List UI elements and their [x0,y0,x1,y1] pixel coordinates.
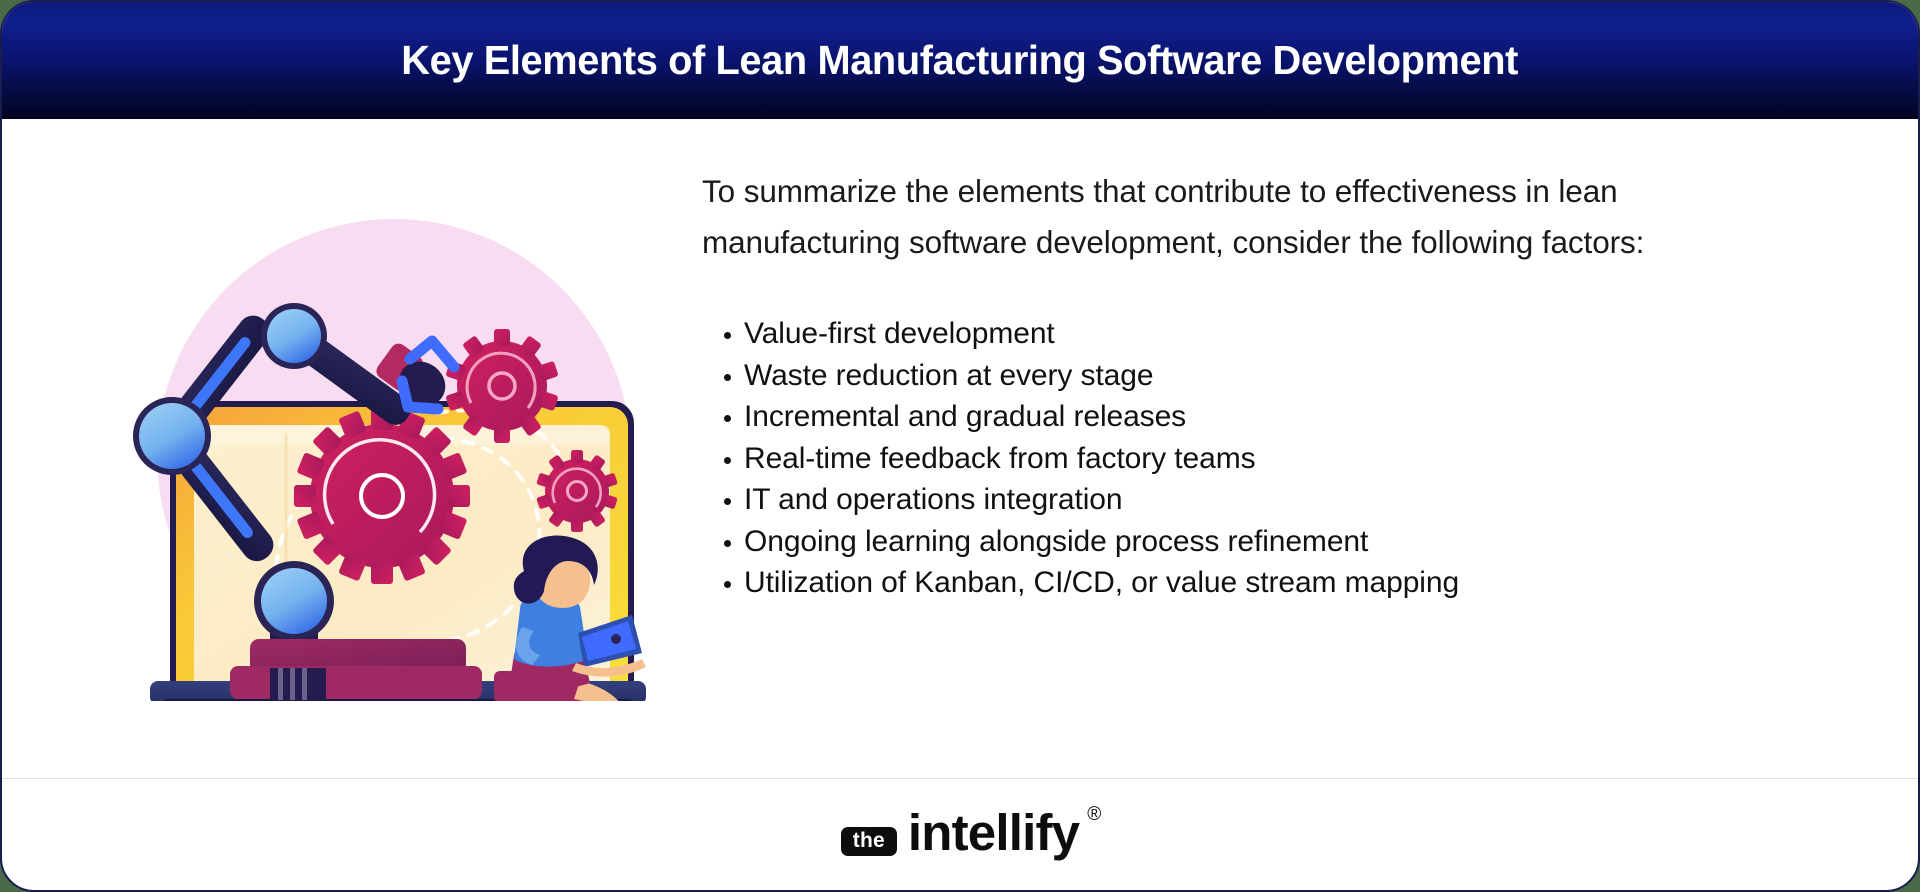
list-item: Waste reduction at every stage [702,355,1828,397]
list-item: Real-time feedback from factory teams [702,438,1828,480]
header-banner: Key Elements of Lean Manufacturing Softw… [2,2,1918,119]
list-item: IT and operations integration [702,479,1828,521]
footer-bar: the intellify ® [2,778,1918,890]
illustration-column [2,119,702,778]
page-title: Key Elements of Lean Manufacturing Softw… [401,36,1519,83]
logo-wordmark: intellify [907,804,1080,861]
main-content: To summarize the elements that contribut… [2,119,1918,778]
intro-paragraph: To summarize the elements that contribut… [702,173,1645,260]
robot-arm-laptop-gears-icon [102,181,682,701]
list-item: Incremental and gradual releases [702,396,1828,438]
list-item: Ongoing learning alongside process refin… [702,521,1828,563]
list-item: Utilization of Kanban, CI/CD, or value s… [702,562,1828,604]
list-item: Value-first development [702,313,1828,355]
logo-the-badge: the [840,827,897,856]
registered-trademark-icon: ® [1087,804,1102,825]
intellify-logo: the intellify ® [840,804,1101,861]
text-column: To summarize the elements that contribut… [702,119,1918,604]
logo-wordmark-wrap: intellify ® [907,804,1101,861]
key-elements-list: Value-first development Waste reduction … [702,313,1828,604]
